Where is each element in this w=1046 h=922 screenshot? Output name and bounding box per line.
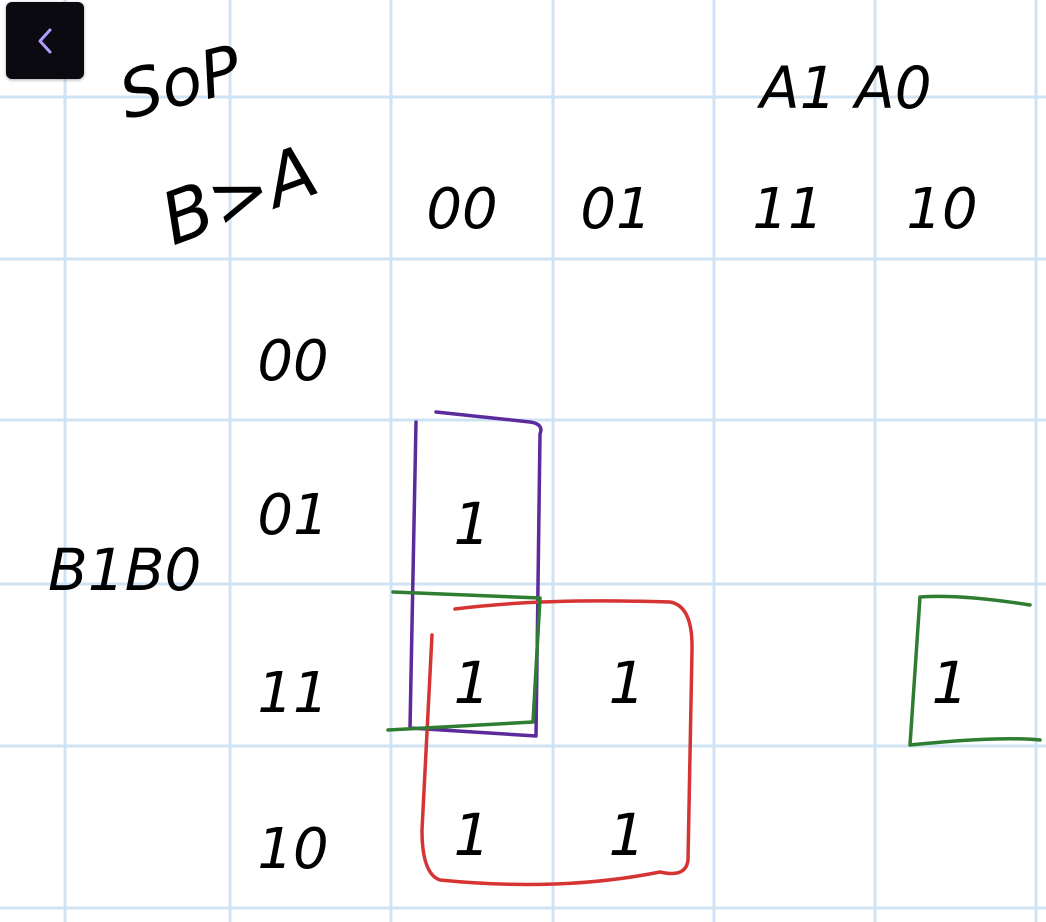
column-header: 11 xyxy=(752,177,823,242)
column-header: 01 xyxy=(580,177,651,242)
red-group xyxy=(420,599,694,887)
green-group-right xyxy=(908,594,1042,747)
column-variable-label: A1 A0 xyxy=(756,54,932,122)
row-header: 01 xyxy=(257,483,328,548)
row-headers: 00 01 11 10 xyxy=(257,329,328,882)
row-header: 11 xyxy=(257,661,328,726)
column-header: 10 xyxy=(906,177,977,242)
row-variable-label: B1B0 xyxy=(48,536,201,604)
condition-label: B>A xyxy=(150,128,328,261)
row-header: 10 xyxy=(257,817,328,882)
row-header: 00 xyxy=(257,329,328,394)
back-button[interactable] xyxy=(6,2,84,79)
column-headers: 00 01 11 10 xyxy=(426,177,977,242)
cell-value: 1 xyxy=(454,490,491,558)
title-label: SoP xyxy=(112,31,249,135)
cell-value: 1 xyxy=(454,801,491,869)
cell-value: 1 xyxy=(609,801,646,869)
cell-value: 1 xyxy=(454,649,491,717)
chevron-left-icon xyxy=(38,28,52,53)
column-header: 00 xyxy=(426,177,497,242)
green-group-left xyxy=(386,590,542,732)
cell-value: 1 xyxy=(609,649,646,717)
cell-values: 1 1 1 1 1 1 xyxy=(454,490,969,869)
cell-value: 1 xyxy=(932,649,969,717)
